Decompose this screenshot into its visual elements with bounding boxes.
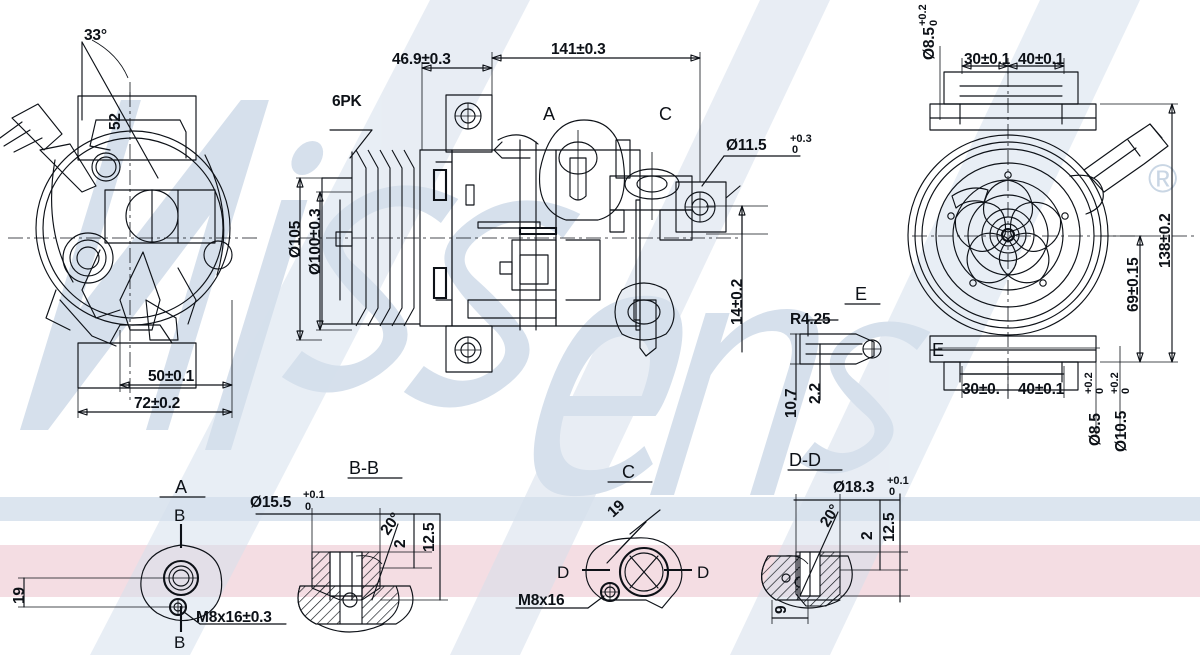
dim-30-bot: 30±0. [962,381,1000,398]
dim-d8-5-top: Ø8.5 +0.2 0 [917,4,940,60]
section-mark-d-right: D [697,563,709,582]
dim-d8-5-bot: Ø8.5 +0.2 0 [1083,372,1106,446]
dim-2-dd: 2 [859,532,876,540]
detail-c-geometry [515,481,692,609]
dim-141: 141±0.3 [551,41,606,58]
dim-d100: Ø100±0.3 [307,208,324,275]
svg-text:+0.1: +0.1 [887,475,909,487]
dim-2-bb: 2 [392,540,409,548]
dim-r4-25: R4.25 [790,311,831,328]
svg-text:Ø8.5: Ø8.5 [1087,413,1104,446]
dim-d105: Ø105 [287,220,304,258]
section-bb-label: B-B [349,458,379,478]
left-view-geometry [0,39,258,418]
svg-text:Ø18.3: Ø18.3 [833,479,875,496]
svg-text:Ø10.5: Ø10.5 [1113,410,1130,452]
right-view-geometry [907,46,1196,436]
dim-40-top: 40±0.1 [1018,51,1065,68]
section-mark-d-left: D [557,563,569,582]
dim-d10-5: Ø10.5 +0.2 0 [1109,372,1132,452]
svg-text:0: 0 [928,20,940,26]
svg-text:0: 0 [792,144,798,156]
svg-text:+0.1: +0.1 [303,489,325,501]
detail-e-label: E [855,284,867,304]
svg-text:0: 0 [889,486,895,498]
dim-9-dd: 9 [773,605,790,614]
svg-text:0: 0 [1120,388,1132,394]
dim-52: 52 [107,113,124,130]
svg-text:Ø8.5: Ø8.5 [921,27,938,60]
callout-c-middle: C [659,104,672,124]
dim-12-5-bb: 12.5 [421,522,438,552]
svg-text:+0.2: +0.2 [1109,372,1121,394]
section-dd-geometry [761,469,910,624]
section-dd-label: D-D [789,450,821,470]
dim-138: 138±0.2 [1157,213,1174,268]
detail-e-geometry [790,303,882,401]
svg-text:+0.2: +0.2 [917,4,929,26]
dim-30-top: 30±0.1 [964,51,1011,68]
middle-view-geometry [296,52,801,373]
section-mark-b-bottom: B [174,633,185,652]
section-bb-geometry [255,477,448,633]
dim-angle-33: 33° [84,27,107,44]
dim-d11-5: Ø11.5 +0.3 0 [726,133,812,156]
dim-12-5-dd: 12.5 [881,512,898,542]
callout-a-middle: A [543,104,555,124]
dim-20deg-dd: 20° [817,502,844,530]
detail-c-label: C [622,462,635,482]
dim-6pk: 6PK [332,93,363,110]
svg-text:+0.3: +0.3 [790,133,812,145]
dim-72: 72±0.2 [134,395,180,412]
section-mark-b-top: B [174,506,185,525]
svg-text:0: 0 [305,501,311,513]
dim-69: 69±0.15 [1125,257,1142,312]
callout-e-right: E [932,340,944,360]
dim-d15-5: Ø15.5 +0.1 0 [250,489,325,513]
dim-m8x16-a: M8x16±0.3 [196,609,272,626]
dim-14: 14±0.2 [729,279,746,325]
detail-a-label: A [175,477,187,497]
dim-20deg-bb: 20° [377,510,404,538]
dim-d18-3: Ø18.3 +0.1 0 [833,475,909,498]
dim-46-9: 46.9±0.3 [392,51,451,68]
svg-text:+0.2: +0.2 [1083,372,1095,394]
dim-10-7: 10.7 [783,389,800,418]
dim-2-2: 2.2 [807,383,824,404]
dim-50: 50±0.1 [148,368,195,385]
dim-40-bot: 40±0.1 [1018,381,1065,398]
dim-19-c: 19 [604,497,628,521]
svg-text:Ø11.5: Ø11.5 [726,137,767,154]
dim-19-a: 19 [11,587,28,604]
svg-text:0: 0 [1094,388,1106,394]
dim-m8x16-c: M8x16 [518,592,565,609]
svg-text:Ø15.5: Ø15.5 [250,494,292,511]
detail-a-geometry [18,496,287,632]
